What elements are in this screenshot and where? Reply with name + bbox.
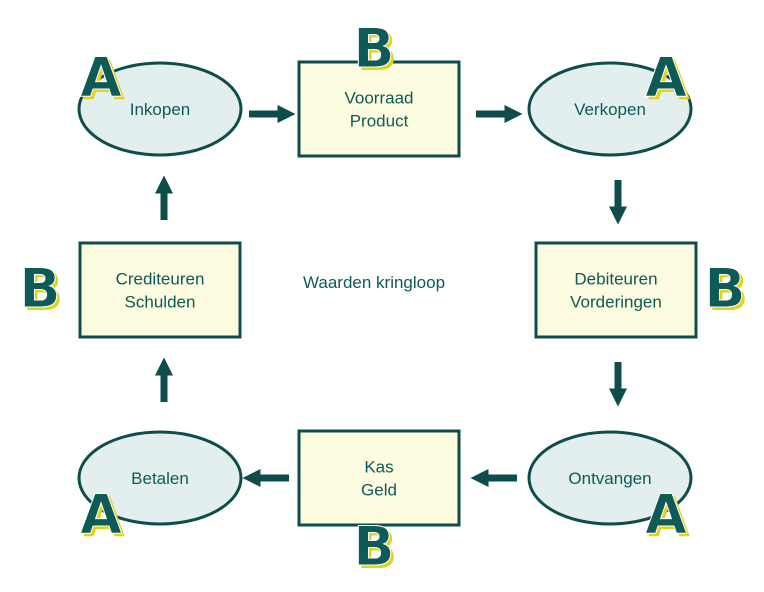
badge-kas-letter: B — [353, 515, 394, 578]
badge-crediteuren: BB — [19, 257, 64, 324]
node-debiteuren-label-0: Debiteuren — [574, 270, 657, 289]
node-verkopen-label-0: Verkopen — [574, 100, 646, 119]
badge-kas: BB — [353, 515, 398, 582]
badge-kas-shadow: B — [356, 518, 397, 581]
node-ontvangen-ellipse — [527, 430, 693, 526]
node-betalen-ellipse — [77, 430, 243, 526]
node-debiteuren-label-1: Vorderingen — [570, 293, 662, 312]
node-voorraad-label-1: Product — [350, 112, 409, 131]
node-verkopen: Verkopen — [527, 61, 693, 157]
node-verkopen-ellipse — [527, 61, 693, 157]
node-inkopen-label-0: Inkopen — [130, 100, 191, 119]
node-betalen-label-0: Betalen — [131, 469, 189, 488]
badge-inkopen-shadow: A — [83, 49, 125, 112]
badge-inkopen: AA — [80, 46, 126, 113]
badge-voorraad-letter: B — [353, 17, 394, 80]
node-betalen: Betalen — [77, 430, 243, 526]
node-crediteuren-label-0: Crediteuren — [116, 270, 205, 289]
node-crediteuren-label-1: Schulden — [125, 293, 196, 312]
badge-betalen-shadow: A — [83, 486, 125, 549]
badge-ontvangen-shadow: A — [648, 486, 690, 549]
arrows — [154, 104, 628, 488]
badge-betalen-letter: A — [80, 483, 122, 546]
node-inkopen-ellipse — [77, 61, 243, 157]
badge-debiteuren: BB — [704, 257, 749, 324]
node-inkopen: Inkopen — [77, 61, 243, 157]
node-kas-label-0: Kas — [364, 458, 393, 477]
node-debiteuren-box — [534, 241, 698, 339]
badge-verkopen-shadow: A — [648, 49, 690, 112]
node-kas-label-1: Geld — [361, 481, 397, 500]
node-voorraad-box — [297, 60, 461, 158]
node-kas-box — [297, 429, 461, 527]
badge-voorraad: BB — [353, 17, 398, 84]
badge-voorraad-shadow: B — [356, 20, 397, 83]
badge-ontvangen-letter: A — [645, 483, 687, 546]
badge-verkopen-letter: A — [645, 46, 687, 109]
badge-betalen: AA — [80, 483, 126, 550]
node-ontvangen-label-0: Ontvangen — [568, 469, 651, 488]
badge-inkopen-letter: A — [80, 46, 122, 109]
node-ontvangen: Ontvangen — [527, 430, 693, 526]
node-voorraad-label-0: Voorraad — [345, 89, 414, 108]
badge-verkopen: AA — [645, 46, 691, 113]
badge-debiteuren-letter: B — [704, 257, 745, 320]
badge-crediteuren-letter: B — [19, 257, 60, 320]
badge-ontvangen: AA — [645, 483, 691, 550]
badge-debiteuren-shadow: B — [707, 260, 748, 323]
diagram-title: Waarden kringloop — [303, 273, 445, 292]
badge-crediteuren-shadow: B — [22, 260, 63, 323]
node-crediteuren-box — [78, 241, 242, 339]
